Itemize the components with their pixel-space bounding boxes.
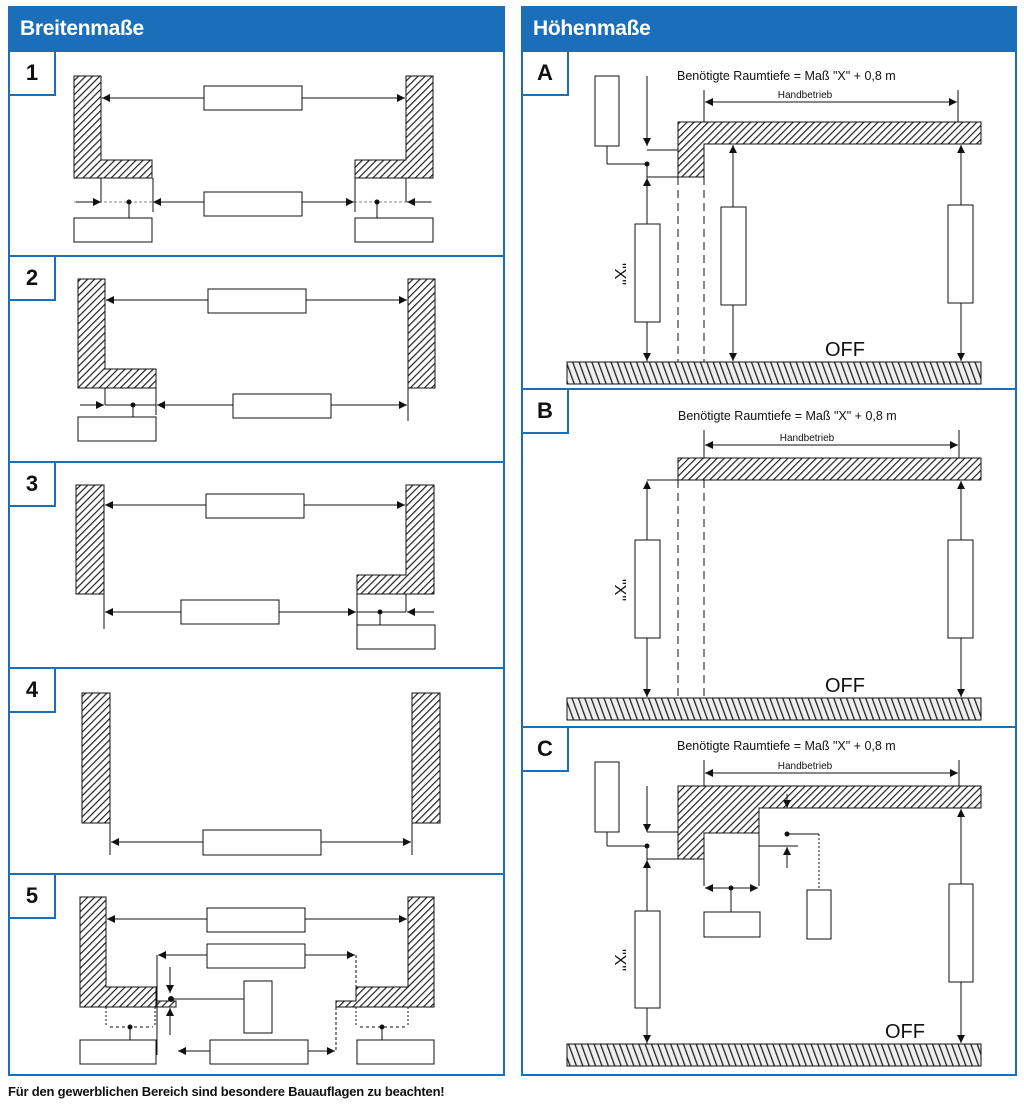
floor-label: OFF	[825, 339, 865, 361]
wall-right	[354, 75, 434, 179]
dimension-box	[207, 288, 307, 314]
depth-note: Benötigte Raumtiefe = Maß "X" + 0,8 m	[678, 409, 897, 423]
panel-label: 4	[10, 669, 56, 713]
height-dimensions-section: Höhenmaße A Benötigte Raumtiefe = Maß "X…	[521, 6, 1017, 1076]
width-diagram-3	[75, 484, 436, 650]
width-diagram-4	[81, 692, 441, 856]
width-dimensions-section: Breitenmaße 1 2	[8, 6, 505, 1076]
dimension-box	[594, 75, 620, 147]
dimension-box	[948, 883, 974, 983]
width-panel-5: 5	[10, 873, 503, 1074]
floor-label: OFF	[885, 1021, 925, 1043]
floor	[566, 697, 982, 721]
dimension-box	[205, 493, 305, 519]
dimension-box	[243, 980, 273, 1034]
height-diagram-c: Benötigte Raumtiefe = Maß "X" + 0,8 m Ha…	[566, 739, 982, 1067]
dimension-box	[356, 1039, 435, 1065]
dimension-box	[203, 85, 303, 111]
wall-left	[73, 75, 153, 179]
section-title: Breitenmaße	[10, 8, 503, 50]
depth-note: Benötigte Raumtiefe = Maß "X" + 0,8 m	[677, 69, 896, 83]
dimension-box	[356, 624, 436, 650]
span-label: Handbetrieb	[778, 761, 833, 772]
width-panel-2: 2	[10, 255, 503, 461]
width-diagram-5	[79, 896, 435, 1065]
wall-left	[75, 484, 105, 595]
dimension-box	[232, 393, 332, 419]
floor	[566, 1043, 982, 1067]
wall-right	[356, 484, 435, 595]
panel-label: 2	[10, 257, 56, 301]
dimension-box	[594, 761, 620, 833]
footer-note: Für den gewerblichen Bereich sind besond…	[8, 1084, 445, 1099]
dimension-box	[703, 911, 761, 938]
height-diagram-b: Benötigte Raumtiefe = Maß "X" + 0,8 m Ha…	[566, 409, 982, 721]
height-panel-b: B Benötigte Raumtiefe = Maß "X" + 0,8 m …	[523, 388, 1015, 726]
dimension-box	[720, 206, 747, 306]
dimension-box	[947, 204, 974, 304]
dimension-box	[354, 217, 434, 243]
wall-left	[77, 278, 157, 389]
span-label: Handbetrieb	[778, 90, 833, 101]
dimension-box	[206, 907, 306, 933]
wall-right	[411, 692, 441, 824]
panel-label: A	[523, 52, 569, 96]
dimension-box	[634, 910, 661, 1009]
x-label: "X"	[611, 263, 628, 285]
depth-note: Benötigte Raumtiefe = Maß "X" + 0,8 m	[677, 739, 896, 753]
dimension-box	[202, 829, 322, 856]
width-diagram-1	[73, 75, 434, 243]
ceiling	[677, 457, 982, 481]
wall-left	[81, 692, 111, 824]
dimension-box	[77, 416, 157, 442]
dimension-box	[206, 943, 306, 969]
wall-stub	[155, 1000, 177, 1008]
dimension-box	[73, 217, 153, 243]
dimension-box	[634, 223, 661, 323]
ceiling	[677, 121, 982, 178]
floor-label: OFF	[825, 675, 865, 697]
wall-right	[407, 278, 436, 389]
panel-label: 3	[10, 463, 56, 507]
section-title: Höhenmaße	[523, 8, 1015, 50]
width-diagram-2	[77, 278, 436, 442]
floor	[566, 361, 982, 385]
panel-label: 5	[10, 875, 56, 919]
panel-label: 1	[10, 52, 56, 96]
wall-left	[79, 896, 157, 1008]
height-diagram-a: Benötigte Raumtiefe = Maß "X" + 0,8 m Ha…	[566, 69, 982, 385]
dimension-box	[947, 539, 974, 639]
height-panel-a: A Benötigte Raumtiefe = Maß "X" + 0,8 m …	[523, 50, 1015, 388]
panel-label: C	[523, 728, 569, 772]
span-label: Handbetrieb	[780, 433, 835, 444]
panel-label: B	[523, 390, 569, 434]
dimension-box	[209, 1039, 309, 1065]
dimension-box	[203, 191, 303, 217]
dimension-box	[634, 539, 661, 639]
width-panel-3: 3	[10, 461, 503, 667]
ceiling	[677, 785, 982, 860]
height-panel-c: C Benötigte Raumtiefe = Maß "X" + 0,8 m …	[523, 726, 1015, 1074]
x-label: "X"	[611, 579, 628, 601]
dimension-box	[806, 889, 832, 940]
width-panel-4: 4	[10, 667, 503, 873]
wall-right	[335, 896, 435, 1008]
dimension-box	[79, 1039, 157, 1065]
width-panel-1: 1	[10, 50, 503, 255]
x-label: "X"	[611, 949, 628, 971]
dimension-box	[180, 599, 280, 625]
